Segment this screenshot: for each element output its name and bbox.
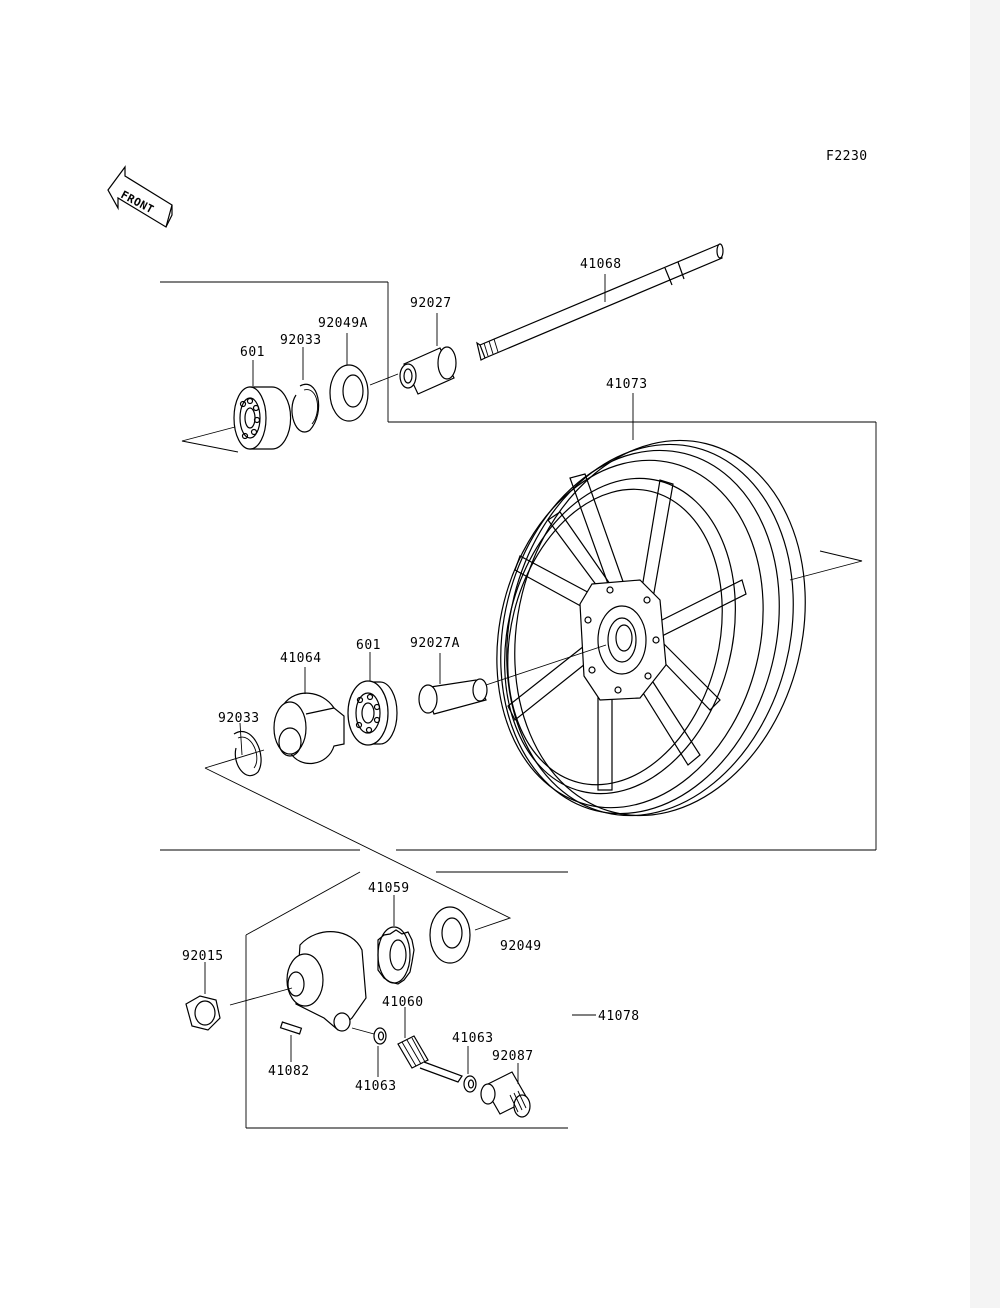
- assembly-line-wheel: [485, 644, 607, 686]
- label-hub-cover: 41064: [280, 651, 322, 666]
- assembly-line-nut: [229, 987, 293, 1006]
- label-pinion: 41060: [382, 995, 424, 1010]
- circlip-top-part[interactable]: [291, 383, 320, 433]
- circlip-mid-part[interactable]: [233, 731, 262, 777]
- pointer-seal-bottom: [204, 767, 512, 931]
- collar-top-part[interactable]: [399, 346, 457, 395]
- label-collar-top: 92027: [410, 296, 452, 311]
- leader-circlip-mid: [239, 722, 243, 756]
- label-wheel: 41073: [606, 377, 648, 392]
- wheel-part[interactable]: [461, 409, 843, 846]
- axle-part[interactable]: [476, 243, 724, 361]
- label-seal-bottom: 92049: [500, 939, 542, 954]
- collar-bottom-part[interactable]: [418, 678, 488, 715]
- label-axle: 41068: [580, 257, 622, 272]
- washer-left-part[interactable]: [373, 1027, 387, 1045]
- bearing-mid-part[interactable]: [347, 680, 398, 746]
- pointer-wheel: [789, 550, 863, 581]
- seal-top-part[interactable]: [329, 364, 369, 422]
- washer-right-part[interactable]: [463, 1075, 477, 1093]
- group-frame-upper: [160, 281, 877, 851]
- label-bearing-mid: 601: [356, 638, 381, 653]
- gearbox-housing-part[interactable]: [286, 931, 367, 1032]
- seal-bottom-part[interactable]: [429, 906, 471, 964]
- assembly-line-washer: [351, 1027, 375, 1035]
- label-collar-bottom: 92027A: [410, 636, 460, 651]
- hub-cover-part[interactable]: [273, 692, 345, 765]
- bushing-part[interactable]: [480, 1071, 531, 1118]
- label-washer-right: 41063: [452, 1031, 494, 1046]
- label-bearing-top: 601: [240, 345, 265, 360]
- label-circlip-mid: 92033: [218, 711, 260, 726]
- nut-part[interactable]: [185, 995, 221, 1031]
- pin-part[interactable]: [279, 1021, 303, 1035]
- pinion-part[interactable]: [397, 1035, 463, 1083]
- bearing-top-part[interactable]: [233, 386, 292, 450]
- figure-code: F2230: [826, 149, 868, 164]
- group-frame-lower: [245, 871, 568, 1129]
- assembly-line-top: [369, 373, 399, 386]
- label-washer-left: 41063: [355, 1079, 397, 1094]
- label-gear-ring: 41059: [368, 881, 410, 896]
- front-arrow-icon: FRONT: [107, 165, 173, 228]
- label-gearbox-assy: 41078: [598, 1009, 640, 1024]
- label-pin: 41082: [268, 1064, 310, 1079]
- gear-ring-part[interactable]: [377, 926, 415, 985]
- assembly-line-mid: [204, 749, 265, 769]
- pointer-bearing-top: [181, 426, 239, 453]
- label-nut: 92015: [182, 949, 224, 964]
- right-scroll-gutter: [970, 0, 1000, 1308]
- label-bushing: 92087: [492, 1049, 534, 1064]
- label-circlip-top: 92033: [280, 333, 322, 348]
- label-seal-top: 92049A: [318, 316, 368, 331]
